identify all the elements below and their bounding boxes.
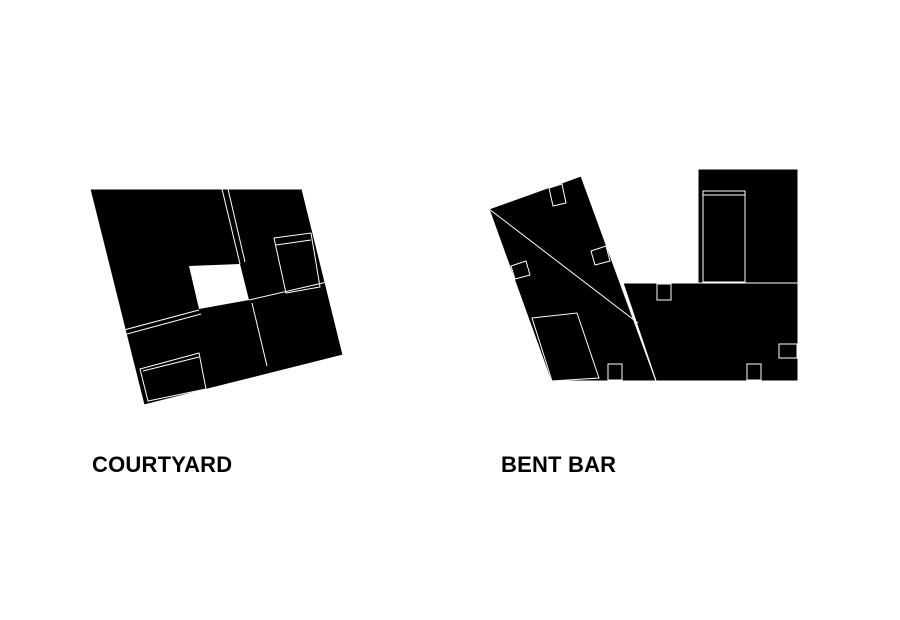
bent-bar-tilted-wing bbox=[488, 175, 657, 382]
courtyard-diagram bbox=[89, 188, 344, 406]
bent-bar-linework bbox=[488, 169, 798, 382]
bent-bar-tower bbox=[697, 168, 799, 284]
courtyard-label: COURTYARD bbox=[92, 452, 233, 477]
bent-bar-diagram bbox=[488, 168, 799, 382]
bent-bar-label: BENT BAR bbox=[501, 452, 617, 477]
courtyard-room-bottom bbox=[139, 352, 207, 402]
bent-bar-openings bbox=[510, 183, 798, 381]
bent-bar-tower-room bbox=[702, 190, 746, 283]
courtyard-partitions bbox=[123, 188, 328, 367]
bent-bar-room-lower bbox=[531, 312, 600, 382]
courtyard-void bbox=[189, 264, 249, 309]
courtyard-room-right bbox=[273, 232, 321, 294]
